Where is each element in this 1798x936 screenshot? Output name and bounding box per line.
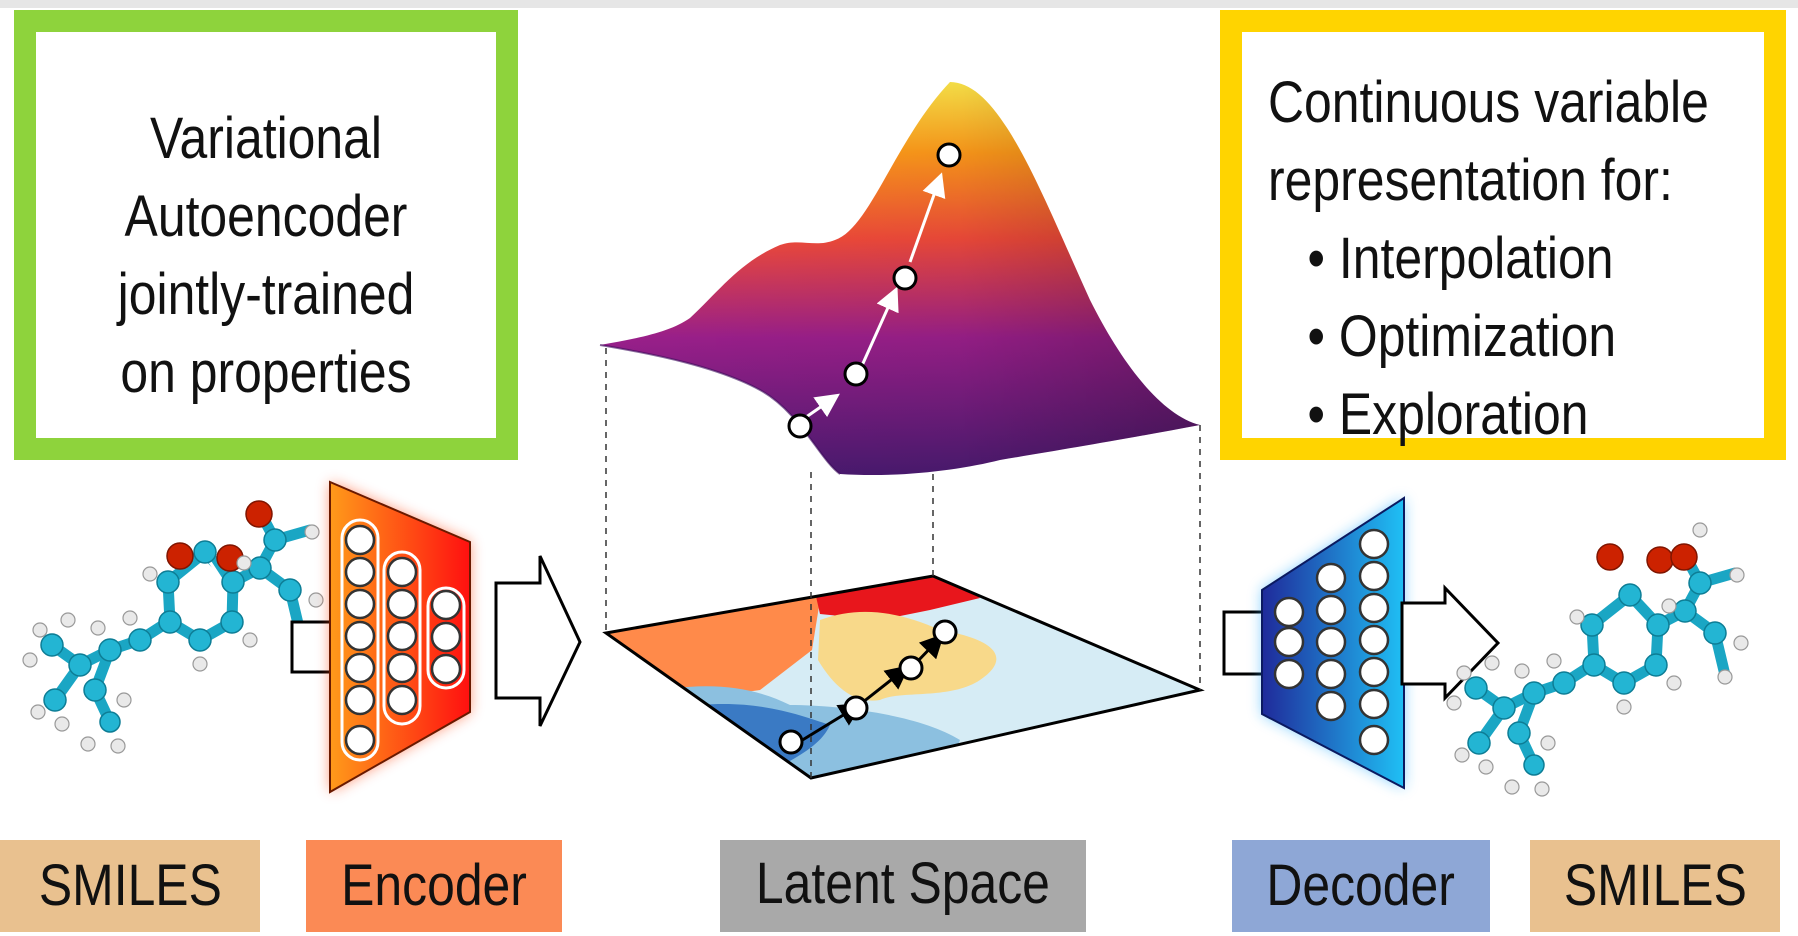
bullet-glyph: • — [1307, 226, 1326, 291]
vae-line-4: on properties — [120, 340, 412, 405]
projection-lines — [605, 348, 1201, 778]
vae-line-3: jointly-trained — [117, 262, 415, 327]
latent-space-label: Latent Space — [720, 840, 1086, 932]
smiles-input-label: SMILES — [0, 840, 260, 932]
bullet-label: Exploration — [1338, 382, 1589, 447]
latent-map — [602, 574, 1205, 780]
bullet-exploration: • Exploration — [1268, 376, 1695, 454]
decoder-network-icon — [1222, 496, 1501, 790]
uses-panel: Continuous variable representation for: … — [1220, 10, 1786, 460]
smiles-output-label: SMILES — [1530, 840, 1780, 932]
decoder-text: Decoder — [1266, 853, 1456, 918]
molecule-icon-input — [22, 500, 324, 754]
smiles-output-text: SMILES — [1563, 853, 1747, 918]
encoder-text: Encoder — [341, 853, 527, 918]
vae-line-1: Variational — [149, 106, 382, 171]
bullet-glyph: • — [1307, 304, 1326, 369]
uses-heading-1: Continuous variable — [1268, 70, 1709, 135]
uses-heading-2: representation for: — [1268, 148, 1673, 213]
bullet-glyph: • — [1307, 382, 1326, 447]
vae-description-text: Variational Autoencoder jointly-trained … — [68, 100, 464, 412]
bullet-optimization: • Optimization — [1268, 298, 1695, 376]
decoder-label: Decoder — [1232, 840, 1490, 932]
molecule-icon-output — [1446, 522, 1749, 797]
vae-description-panel: Variational Autoencoder jointly-trained … — [14, 10, 518, 460]
encoder-label: Encoder — [306, 840, 562, 932]
bullet-label: Optimization — [1338, 304, 1617, 369]
bullet-label: Interpolation — [1338, 226, 1614, 291]
smiles-input-text: SMILES — [38, 853, 222, 918]
latent-space-text: Latent Space — [756, 851, 1050, 916]
vae-line-2: Autoencoder — [124, 184, 408, 249]
encoder-network-icon — [290, 480, 582, 794]
bullet-interpolation: • Interpolation — [1268, 220, 1695, 298]
uses-text: Continuous variable representation for: … — [1268, 64, 1709, 454]
surface-plot — [599, 82, 1200, 476]
